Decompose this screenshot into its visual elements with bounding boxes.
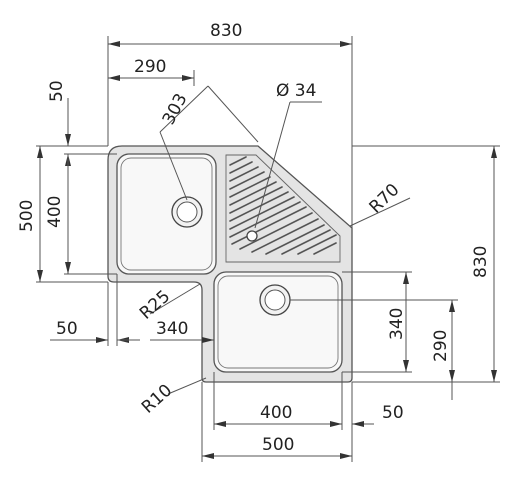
dim-diagonal: 303 (159, 90, 192, 128)
dim-bottom-margin: 50 (382, 403, 404, 423)
left-bowl-inner-edge (120, 157, 213, 271)
dim-left-height: 500 (17, 200, 37, 232)
dim-corner-radius-large: R70 (366, 180, 404, 218)
dim-overall-width: 830 (210, 21, 242, 41)
left-bowl (116, 153, 217, 275)
dim-bowl-radius: R10 (138, 380, 176, 417)
dim-drain-offset: 290 (431, 330, 451, 362)
dim-bottom-width: 500 (262, 435, 294, 455)
dim-bowl-width-right: 340 (156, 319, 188, 339)
dim-left-offset: 290 (134, 57, 166, 77)
left-drain-inner (176, 201, 198, 223)
drainer-area (225, 154, 341, 263)
tap-hole (246, 230, 258, 242)
dim-top-margin: 50 (47, 80, 67, 102)
right-bowl-inner-edge (217, 275, 339, 369)
dim-left-bowl-height: 400 (45, 196, 65, 228)
drainer-grooves (229, 156, 337, 255)
dim-tap-hole-diameter: Ø 34 (276, 81, 316, 101)
dim-left-margin: 50 (56, 319, 78, 339)
dim-right-bowl-height: 340 (387, 308, 407, 340)
dim-bottom-bowl-width: 400 (260, 403, 292, 423)
dim-overall-height: 830 (471, 246, 491, 278)
right-bowl (213, 271, 343, 373)
right-drain-inner (264, 289, 286, 311)
